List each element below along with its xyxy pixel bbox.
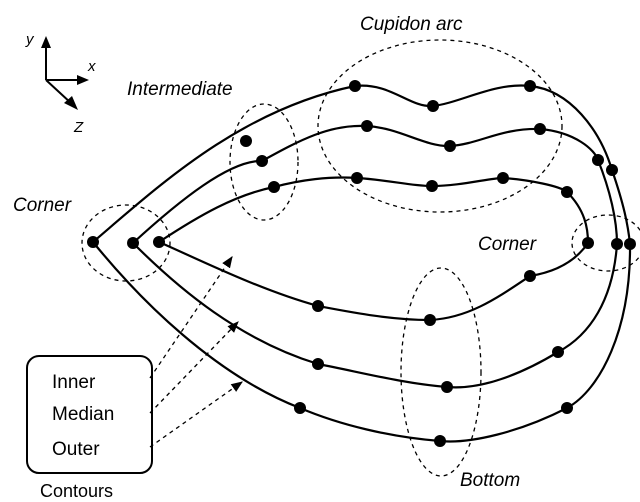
- inner-point: [312, 300, 324, 312]
- corner-right-region: [571, 214, 640, 272]
- corner-left-label: Corner: [13, 195, 72, 216]
- median-contour: [131, 124, 619, 389]
- median-point: [552, 346, 564, 358]
- median-contour-points: [127, 120, 623, 393]
- outer-point: [606, 164, 618, 176]
- corner-right-label: Corner: [478, 234, 537, 255]
- intermediate-label: Intermediate: [127, 79, 233, 100]
- x-axis-label: x: [87, 58, 96, 75]
- inner-point: [268, 181, 280, 193]
- outer-point: [349, 80, 361, 92]
- legend-box: [26, 355, 153, 474]
- outer-point: [434, 435, 446, 447]
- inner-contour-points: [153, 172, 594, 326]
- outer-point: [561, 402, 573, 414]
- outer-point: [427, 100, 439, 112]
- outer-contour-points: [87, 80, 636, 447]
- median-point: [361, 120, 373, 132]
- arrow-to-median: [149, 321, 239, 414]
- legend-item-outer: Outer: [52, 439, 100, 460]
- outer-point: [294, 402, 306, 414]
- inner-point: [424, 314, 436, 326]
- outer-point: [240, 135, 252, 147]
- inner-point: [351, 172, 363, 184]
- outer-point: [87, 236, 99, 248]
- inner-point: [426, 180, 438, 192]
- arrow-to-inner: [149, 256, 233, 379]
- outer-point: [524, 80, 536, 92]
- inner-point: [524, 270, 536, 282]
- median-point: [127, 237, 139, 249]
- corner-left-region: [81, 204, 171, 282]
- x-axis-arrow-icon: [77, 75, 89, 85]
- median-point: [444, 140, 456, 152]
- z-axis-label: Z: [73, 119, 84, 136]
- cupidon-arc-label: Cupidon arc: [360, 14, 463, 35]
- inner-point: [561, 186, 573, 198]
- cupidon-arc-region: [317, 39, 563, 213]
- legend-item-median: Median: [52, 404, 114, 425]
- inner-point: [497, 172, 509, 184]
- median-point: [611, 238, 623, 250]
- coordinate-axes: y x Z: [25, 31, 96, 136]
- z-axis-arrow-icon: [64, 96, 78, 110]
- median-point: [592, 154, 604, 166]
- median-point: [441, 381, 453, 393]
- legend-item-inner: Inner: [52, 372, 96, 393]
- legend-caption: Contours: [40, 481, 113, 501]
- intermediate-region: [229, 103, 299, 221]
- arrow-to-outer: [149, 381, 243, 448]
- inner-point: [153, 236, 165, 248]
- y-axis-label: y: [25, 31, 35, 48]
- median-point: [312, 358, 324, 370]
- outer-contour: [91, 84, 632, 443]
- inner-point: [582, 237, 594, 249]
- median-point: [534, 123, 546, 135]
- bottom-region: [400, 267, 482, 477]
- y-axis-arrow-icon: [41, 36, 51, 48]
- median-point: [256, 155, 268, 167]
- outer-point: [624, 238, 636, 250]
- inner-contour: [157, 176, 590, 322]
- bottom-label: Bottom: [460, 470, 520, 491]
- contours-legend: Inner Median Outer Contours: [26, 355, 153, 501]
